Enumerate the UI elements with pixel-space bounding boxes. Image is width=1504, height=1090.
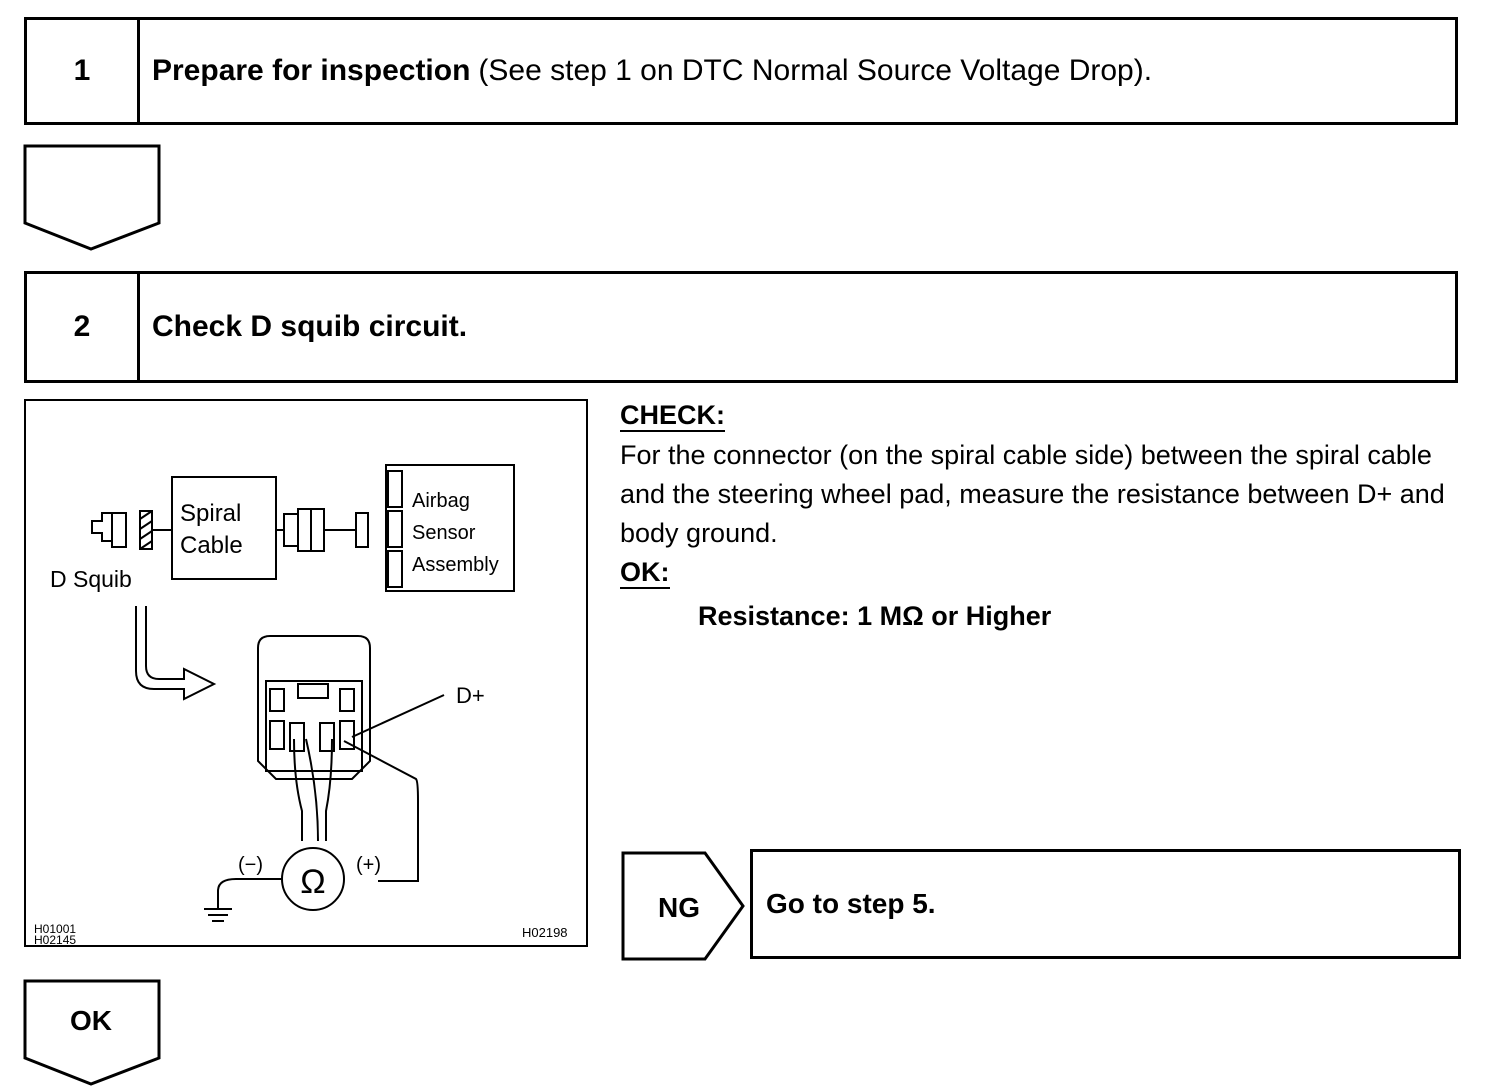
step-number: 1	[27, 20, 140, 122]
wiring-diagram: Spiral Cable Airbag Sensor Assembly D Sq…	[24, 399, 588, 947]
check-text: For the connector (on the spiral cable s…	[620, 440, 1445, 548]
positive-label: (+)	[356, 854, 381, 876]
ng-arrow-icon: NG	[621, 851, 745, 961]
dplus-label: D+	[456, 683, 485, 708]
ok-heading: OK:	[620, 557, 670, 589]
ok-arrow-icon: OK	[23, 979, 161, 1086]
step-1-header: 1 Prepare for inspection (See step 1 on …	[24, 17, 1458, 125]
spiral-label-1: Spiral	[180, 500, 241, 527]
ohm-symbol-icon: Ω	[300, 863, 325, 901]
check-instructions: CHECK: For the connector (on the spiral …	[620, 396, 1470, 636]
airbag-label-1: Airbag	[412, 490, 470, 512]
dsquib-label: D Squib	[50, 566, 132, 592]
ng-action-box: Go to step 5.	[750, 849, 1461, 959]
ok-requirement: Resistance: 1 MΩ or Higher	[698, 601, 1052, 631]
step-title-bold: Check D squib circuit.	[152, 310, 468, 343]
step-number: 2	[27, 274, 140, 380]
spiral-label-2: Cable	[180, 532, 243, 559]
airbag-label-2: Sensor	[412, 522, 476, 544]
step-2-header: 2 Check D squib circuit.	[24, 271, 1458, 383]
figure-code-left-1: H01001	[34, 922, 76, 936]
ok-label: OK	[70, 1005, 112, 1036]
step-title-bold: Prepare for inspection	[152, 54, 471, 87]
ng-label: NG	[658, 892, 700, 923]
negative-label: (−)	[238, 854, 263, 876]
figure-code-right: H02198	[522, 925, 568, 940]
figure-code-left-2: H02145	[34, 933, 76, 945]
flow-arrow-icon	[23, 144, 161, 251]
diagram-drawing: Spiral Cable Airbag Sensor Assembly D Sq…	[34, 464, 568, 945]
step-title-reference: (See step 1 on DTC Normal Source Voltage…	[478, 54, 1153, 87]
check-heading: CHECK:	[620, 400, 725, 432]
ng-action-text: Go to step 5.	[766, 888, 936, 919]
step-title: Prepare for inspection (See step 1 on DT…	[140, 20, 1455, 122]
step-title: Check D squib circuit.	[140, 274, 1455, 380]
airbag-label-3: Assembly	[412, 554, 499, 576]
